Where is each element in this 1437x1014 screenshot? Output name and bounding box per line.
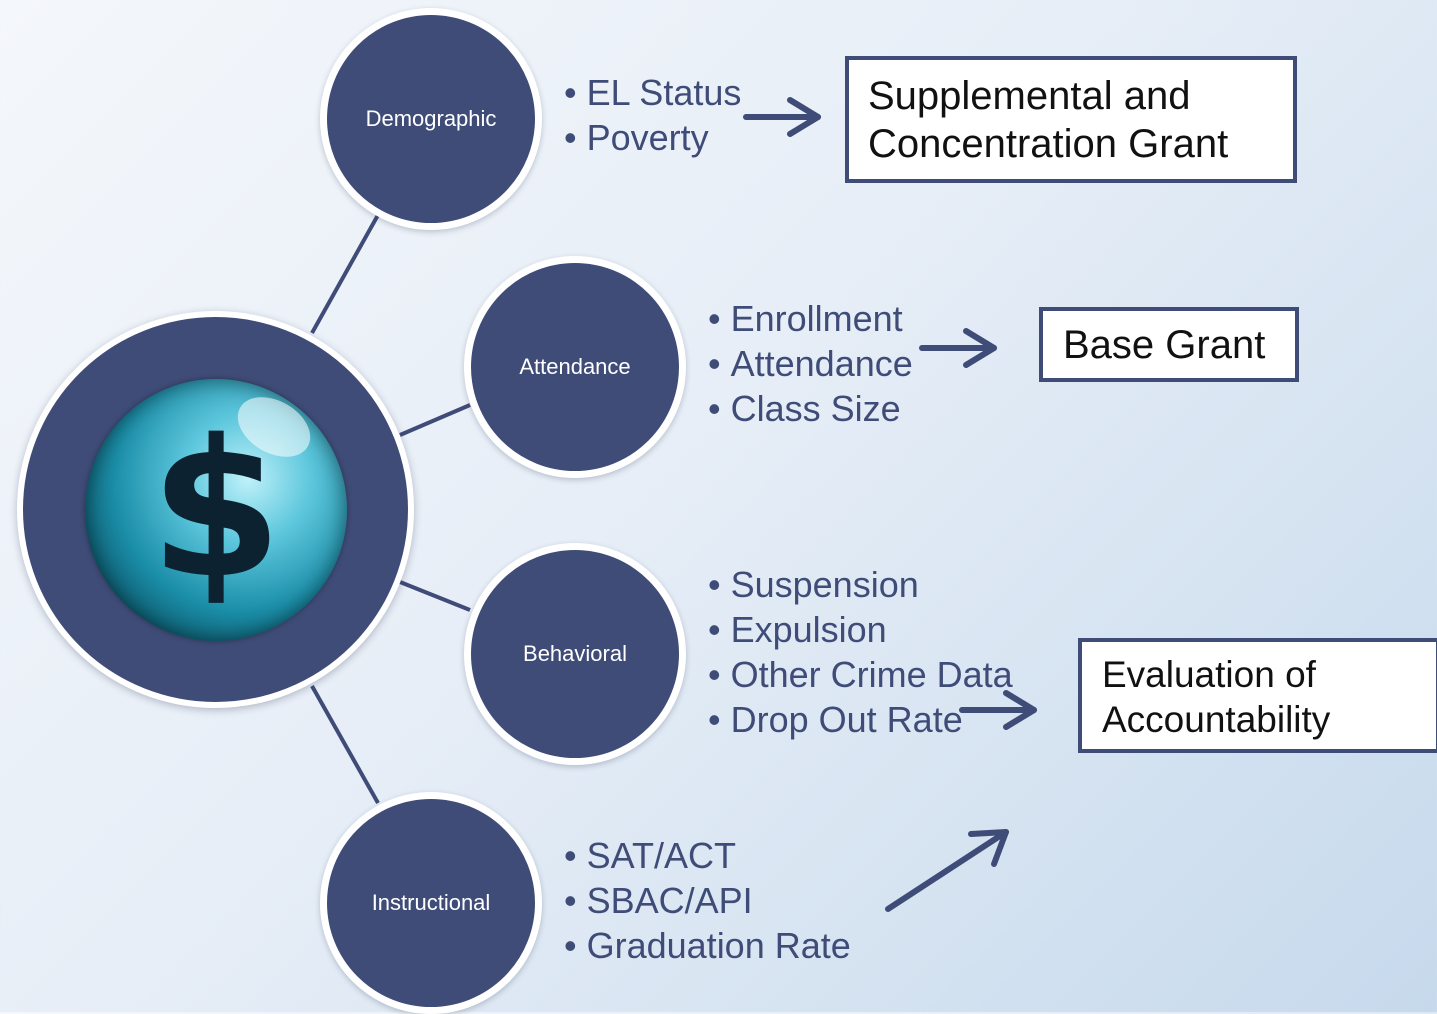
outcome-box-supplemental-grant: Supplemental and Concentration Grant: [845, 56, 1297, 183]
outcome-label-supplemental-grant: Supplemental and Concentration Grant: [868, 74, 1229, 166]
bullet-item: Other Crime Data: [708, 652, 1013, 697]
outcome-label-base-grant: Base Grant: [1063, 323, 1266, 367]
bullet-item: Suspension: [708, 562, 1013, 607]
node-label-demographic: Demographic: [365, 106, 497, 131]
bullet-item: Drop Out Rate: [708, 697, 1013, 742]
bullet-list-demographic: EL Status Poverty: [564, 70, 742, 160]
arrow-to-base-grant-icon: [919, 328, 997, 368]
bullet-list-attendance: Enrollment Attendance Class Size: [708, 296, 913, 431]
bullet-item: Class Size: [708, 386, 913, 431]
connector-demographic: [310, 214, 380, 334]
bullet-list-behavioral: Suspension Expulsion Other Crime Data Dr…: [708, 562, 1013, 742]
node-demographic: Demographic: [320, 8, 542, 230]
node-label-attendance: Attendance: [519, 354, 631, 379]
bullet-item: SAT/ACT: [564, 833, 851, 878]
connector-behavioral: [399, 580, 471, 612]
arrow-to-supplemental-icon: [743, 97, 821, 137]
bullet-item: Enrollment: [708, 296, 913, 341]
outcome-box-evaluation: Evaluation of Accountability: [1078, 638, 1437, 753]
node-label-instructional: Instructional: [371, 890, 491, 915]
bullet-item: EL Status: [564, 70, 742, 115]
bullet-list-instructional: SAT/ACT SBAC/API Graduation Rate: [564, 833, 851, 968]
node-instructional: Instructional: [320, 792, 542, 1014]
outcome-label-evaluation: Evaluation of Accountability: [1102, 654, 1331, 740]
arrow-instructional-to-evaluation-icon: [885, 829, 1009, 912]
bullet-item: Attendance: [708, 341, 913, 386]
node-behavioral: Behavioral: [464, 543, 686, 765]
dollar-sign: $: [149, 399, 283, 620]
bullet-item: Expulsion: [708, 607, 1013, 652]
outcome-box-base-grant: Base Grant: [1039, 307, 1299, 382]
hub-circle: $: [17, 311, 414, 708]
connector-attendance: [399, 403, 471, 437]
dollar-coin-icon: $: [85, 379, 347, 641]
node-attendance: Attendance: [464, 256, 686, 478]
bullet-item: Poverty: [564, 115, 741, 160]
bullet-item: SBAC/API: [564, 878, 851, 923]
bullet-item: Graduation Rate: [564, 923, 851, 968]
connector-instructional: [310, 685, 380, 804]
node-label-behavioral: Behavioral: [523, 641, 627, 666]
